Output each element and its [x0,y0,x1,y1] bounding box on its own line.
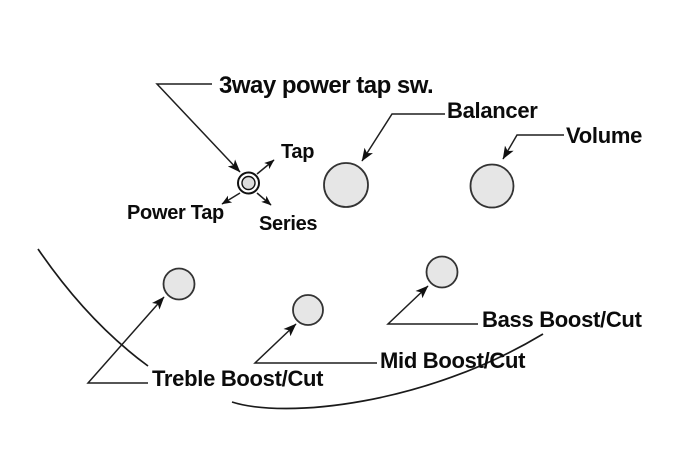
series-direction-arrow [256,192,272,206]
tap-position-label: Tap [281,141,315,163]
switch-callout-arrow [155,83,241,173]
bass-boost-cut-label: Bass Boost/Cut [482,307,642,332]
power-tap-switch [237,171,260,195]
tap-direction-arrow [256,159,275,175]
series-position-label: Series [259,213,318,235]
volume-callout-arrow [502,134,564,160]
volume-label: Volume [566,123,643,148]
balancer-callout-arrow [361,113,445,162]
power-tap-direction-arrow [221,192,241,205]
mid-knob [292,294,324,326]
power-tap-position-label: Power Tap [127,202,224,224]
balancer-knob [323,162,369,208]
treble-boost-cut-label: Treble Boost/Cut [152,366,324,391]
treble-knob [162,267,196,301]
treble-callout-arrow [86,296,165,384]
switch-title-label: 3way power tap sw. [219,72,434,99]
body-edge-lower-curve [231,333,544,410]
bass-callout-arrow [386,285,478,325]
body-edge-upper-curve [37,248,149,367]
balancer-label: Balancer [447,98,538,123]
mid-callout-arrow [253,323,377,364]
volume-knob [469,163,515,209]
mid-boost-cut-label: Mid Boost/Cut [380,348,526,373]
bass-knob [425,255,459,289]
